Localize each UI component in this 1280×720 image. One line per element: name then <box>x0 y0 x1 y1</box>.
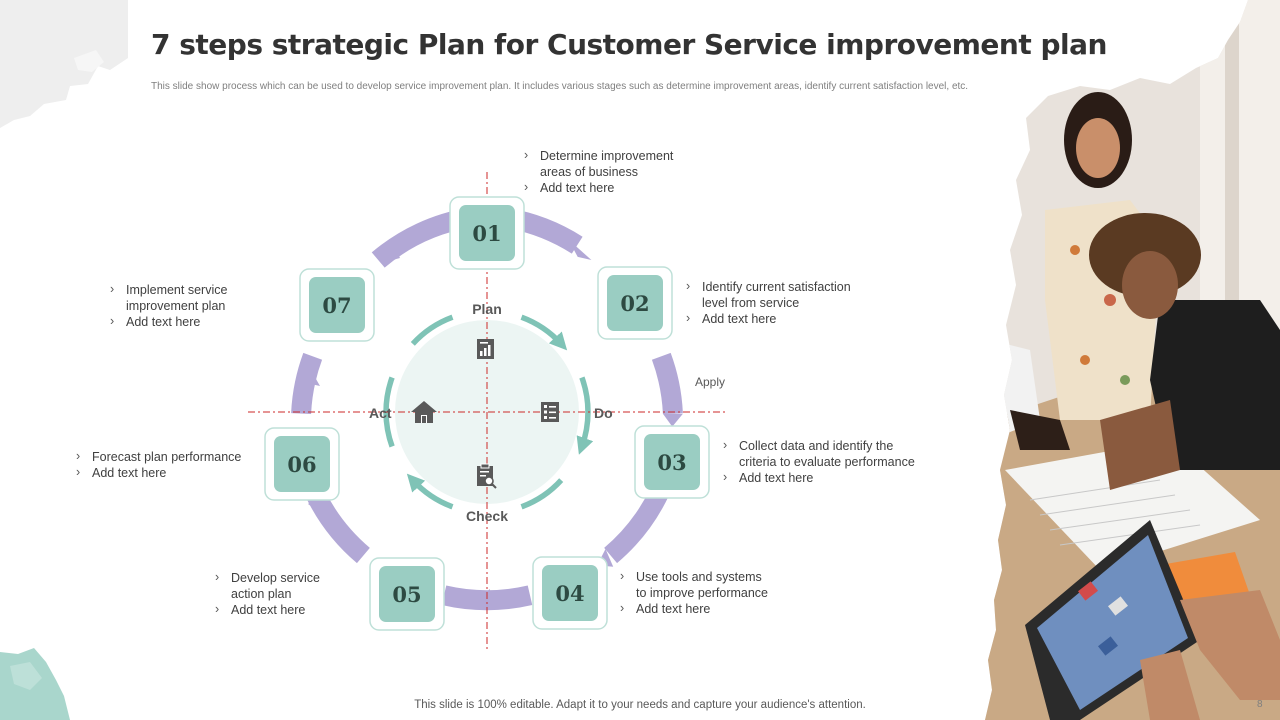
list-item: Collect data and identify the criteria t… <box>721 437 915 470</box>
step-06-description: Forecast plan performance Add text here <box>74 448 241 481</box>
pdca-label-plan: Plan <box>472 301 502 317</box>
slide-title: 7 steps strategic Plan for Customer Serv… <box>151 28 1107 61</box>
home-icon <box>411 401 437 423</box>
document-chart-icon <box>477 339 494 359</box>
slide-footer: This slide is 100% editable. Adapt it to… <box>414 699 866 711</box>
clipboard-search-icon <box>477 463 497 489</box>
ring-arrowhead-02-03 <box>662 413 683 427</box>
list-item: Add text here <box>108 313 227 330</box>
step-number-02: 02 <box>620 291 649 316</box>
ring-arrowhead-05-06 <box>308 498 322 514</box>
step-tile-06: 06 <box>264 427 340 501</box>
list-item: Forecast plan performance <box>74 448 241 465</box>
list-item: Add text here <box>522 179 673 196</box>
step-01-description: Determine improvement areas of business … <box>522 147 673 196</box>
list-item: Add text here <box>721 469 915 486</box>
step-tile-04: 04 <box>532 556 608 630</box>
step-tile-05: 05 <box>369 557 445 631</box>
step-07-description: Implement service improvement plan Add t… <box>108 281 227 330</box>
step-04-description: Use tools and systems to improve perform… <box>618 568 768 617</box>
list-item: Add text here <box>74 464 241 481</box>
pdca-arrow-plan-do <box>520 314 568 351</box>
page-number: 8 <box>1257 699 1263 710</box>
pdca-label-act: Act <box>369 405 392 421</box>
step-number-07: 07 <box>322 293 351 318</box>
step-number-05: 05 <box>392 582 421 607</box>
paint-splash-top-left <box>0 0 128 128</box>
ring-arrow-02-03 <box>651 352 683 415</box>
pdca-arrows <box>383 314 594 510</box>
step-tile-07: 07 <box>299 268 375 342</box>
step-tile-01: 01 <box>449 196 525 270</box>
apply-label: Apply <box>695 375 725 389</box>
step-03-description: Collect data and identify the criteria t… <box>721 437 915 486</box>
pdca-arrow-do-apply <box>576 376 594 455</box>
list-item: Develop service action plan <box>213 569 320 602</box>
pdca-label-do: Do <box>594 405 613 421</box>
step-tile-03: 03 <box>634 425 710 499</box>
paint-splash-bottom-left <box>0 648 70 720</box>
slide-subtitle: This slide show process which can be use… <box>151 81 969 92</box>
step-02-description: Identify current satisfaction level from… <box>684 278 851 327</box>
list-item: Use tools and systems to improve perform… <box>618 568 768 601</box>
step-tile-02: 02 <box>597 266 673 340</box>
ring-arrowhead-01-02 <box>568 239 592 260</box>
step-number-01: 01 <box>472 221 501 246</box>
ring-arrowhead-06-07 <box>302 372 320 386</box>
list-item: Add text here <box>618 600 768 617</box>
list-item: Add text here <box>684 310 851 327</box>
list-item: Identify current satisfaction level from… <box>684 278 851 311</box>
list-item: Add text here <box>213 601 320 618</box>
pdca-arrow-act-plan-tip <box>410 314 454 346</box>
pdca-label-check: Check <box>466 508 508 524</box>
checklist-icon <box>541 402 559 422</box>
step-05-description: Develop service action plan Add text her… <box>213 569 320 618</box>
list-item: Implement service improvement plan <box>108 281 227 314</box>
list-item: Determine improvement areas of business <box>522 147 673 180</box>
pdca-arrow-do-check <box>520 478 564 510</box>
step-number-04: 04 <box>555 581 584 606</box>
step-number-03: 03 <box>657 450 686 475</box>
ring-arrowhead-07-01 <box>385 248 400 262</box>
pdca-arrow-check-act <box>406 473 454 510</box>
step-number-06: 06 <box>287 452 316 477</box>
ring-arrow-06-07 <box>291 352 323 415</box>
